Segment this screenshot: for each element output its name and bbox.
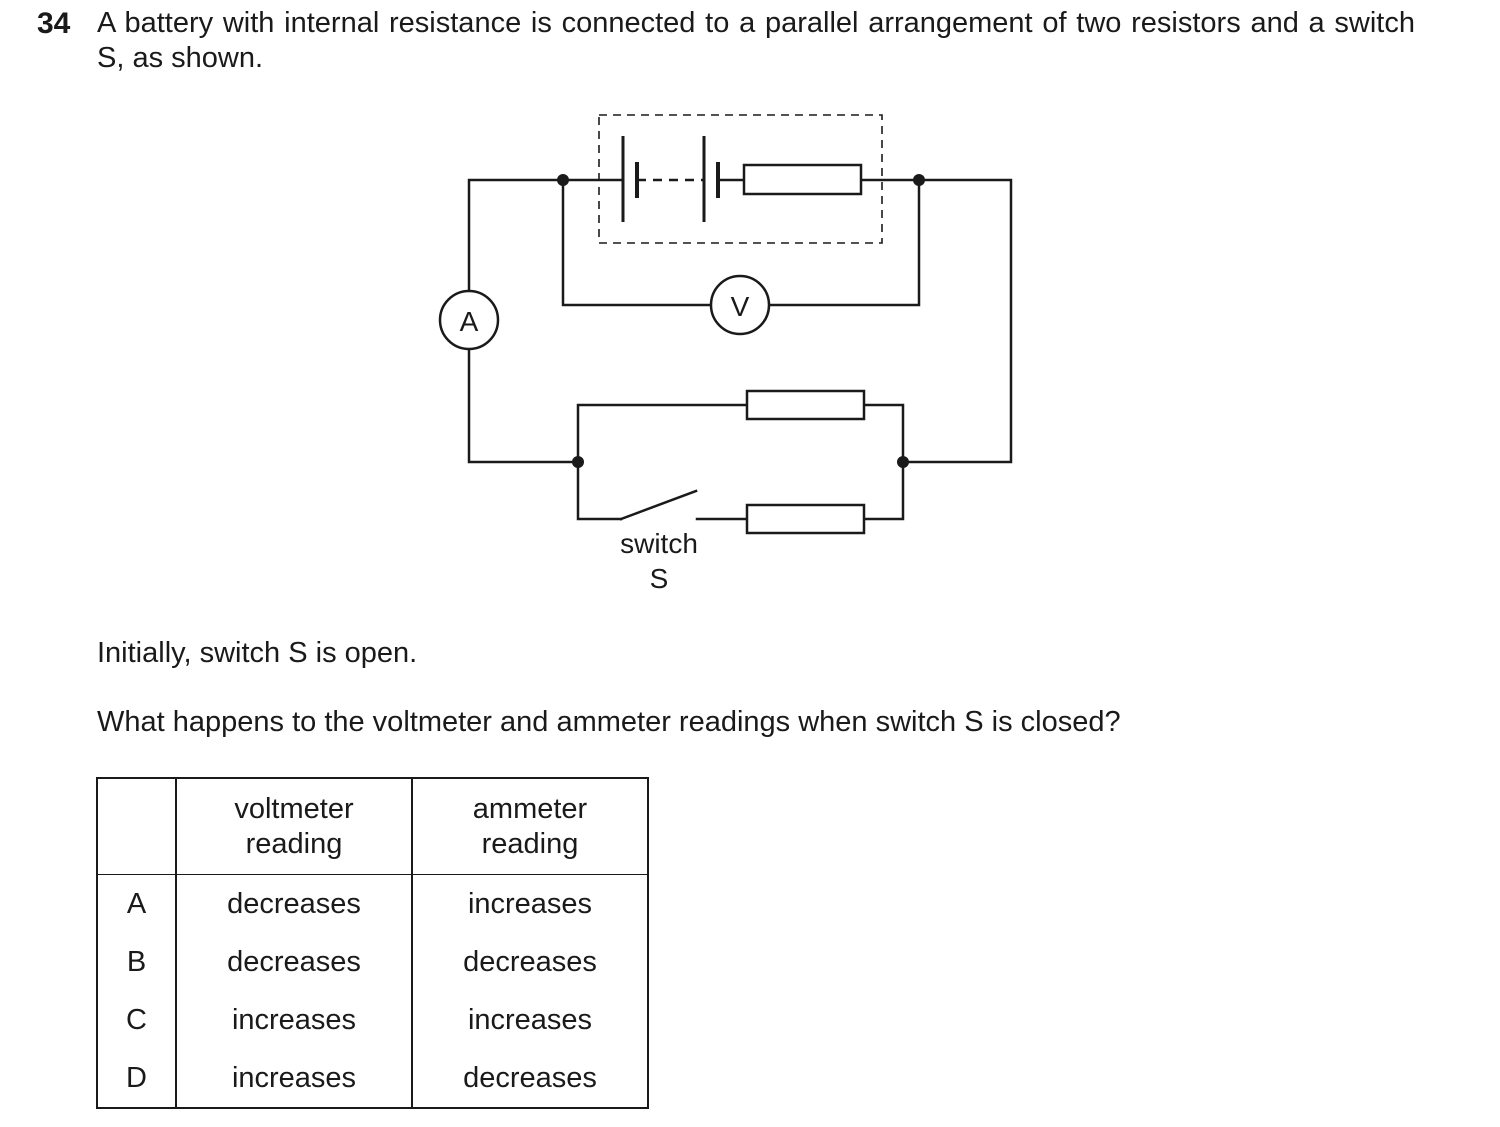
junction-dot-top-left bbox=[557, 174, 569, 186]
table-row: C increases increases bbox=[96, 991, 649, 1049]
header-voltmeter-line2: reading bbox=[245, 827, 343, 860]
answer-table-header: voltmeter reading ammeter reading bbox=[96, 777, 649, 875]
ammeter-symbol bbox=[438, 289, 500, 351]
wire-lower-branch-left bbox=[576, 460, 623, 521]
voltmeter-label: V bbox=[731, 291, 750, 322]
header-voltmeter: voltmeter reading bbox=[175, 777, 413, 875]
question-text: A battery with internal resistance is co… bbox=[97, 7, 1415, 74]
initial-state-text: Initially, switch S is open. bbox=[97, 637, 418, 669]
option-letter: B bbox=[96, 933, 177, 991]
junction-dot-lower-left bbox=[572, 456, 584, 468]
header-voltmeter-line1: voltmeter bbox=[234, 792, 354, 825]
wire-voltmeter-right bbox=[767, 178, 921, 307]
header-ammeter-line1: ammeter bbox=[472, 792, 588, 825]
voltmeter-cell: decreases bbox=[175, 874, 413, 933]
junction-dot-top-right bbox=[913, 174, 925, 186]
header-ammeter-line2: reading bbox=[481, 827, 579, 860]
ammeter-cell: decreases bbox=[411, 1049, 649, 1109]
ammeter-label: A bbox=[460, 306, 479, 337]
voltmeter-cell: decreases bbox=[175, 933, 413, 991]
option-letter: D bbox=[96, 1049, 177, 1109]
switch-label-line1: switch bbox=[620, 528, 698, 559]
resistor-upper bbox=[745, 389, 866, 421]
option-letter: C bbox=[96, 991, 177, 1049]
voltmeter-symbol bbox=[709, 274, 771, 336]
ammeter-cell: decreases bbox=[411, 933, 649, 991]
switch-blade bbox=[619, 489, 698, 521]
ammeter-cell: increases bbox=[411, 874, 649, 933]
wire-voltmeter-left bbox=[561, 178, 713, 307]
wire-upper-branch bbox=[576, 403, 749, 464]
option-letter: A bbox=[96, 874, 177, 933]
wire-top-left bbox=[467, 178, 565, 293]
question-number: 34 bbox=[37, 7, 71, 40]
header-empty-cell bbox=[96, 777, 177, 875]
wire-resistor-right bbox=[859, 178, 1013, 464]
table-row: B decreases decreases bbox=[96, 933, 649, 991]
question-prompt: What happens to the voltmeter and ammete… bbox=[97, 706, 1121, 738]
circuit-diagram: A V switch S bbox=[438, 114, 1013, 594]
ammeter-cell: increases bbox=[411, 991, 649, 1049]
junction-dot-lower-right bbox=[897, 456, 909, 468]
resistor-lower bbox=[745, 503, 866, 535]
header-ammeter: ammeter reading bbox=[411, 777, 649, 875]
voltmeter-cell: increases bbox=[175, 991, 413, 1049]
wire-left-lower bbox=[467, 347, 580, 464]
table-row: D increases decreases bbox=[96, 1049, 649, 1109]
internal-resistor bbox=[742, 163, 863, 196]
switch-label-line2: S bbox=[650, 563, 669, 594]
battery-enclosure-dashed-box bbox=[598, 114, 883, 244]
voltmeter-cell: increases bbox=[175, 1049, 413, 1109]
answer-table: voltmeter reading ammeter reading A decr… bbox=[96, 777, 649, 1109]
table-row: A decreases increases bbox=[96, 874, 649, 933]
